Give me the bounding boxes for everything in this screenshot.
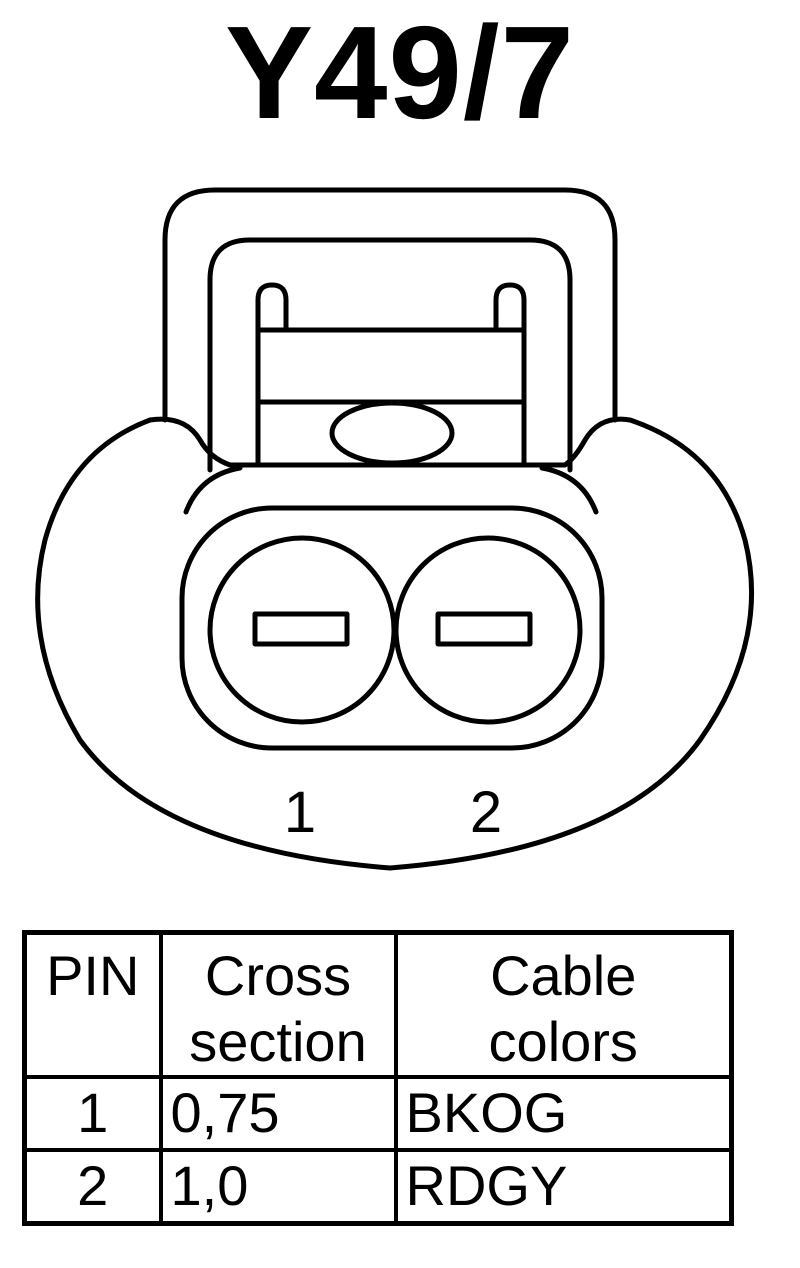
pin-label-2: 2 bbox=[470, 780, 502, 845]
pin-label-1: 1 bbox=[284, 780, 316, 845]
cell-pin: 1 bbox=[22, 1075, 163, 1152]
pin-table: PIN Cross section Cable colors 1 0,75 BK… bbox=[22, 930, 734, 1226]
header-pin: PIN bbox=[22, 930, 163, 1079]
connector-title: Y49/7 bbox=[225, 0, 575, 146]
lock-loop-inner bbox=[207, 237, 573, 473]
table-row: 1 0,75 BKOG bbox=[22, 1075, 734, 1152]
connector-diagram: 1 2 bbox=[35, 187, 755, 871]
table-header-row: PIN Cross section Cable colors bbox=[22, 930, 734, 1079]
cell-cable-color: RDGY bbox=[393, 1147, 734, 1226]
pin-cavity-1 bbox=[207, 535, 397, 725]
pin-cavity-2 bbox=[393, 535, 583, 725]
cell-cross-section: 0,75 bbox=[158, 1075, 398, 1152]
terminal-slot-1 bbox=[252, 611, 350, 647]
cell-pin: 2 bbox=[22, 1147, 163, 1226]
shoulder-left bbox=[183, 465, 243, 515]
latch-oval bbox=[329, 400, 455, 466]
header-cross-section: Cross section bbox=[158, 930, 398, 1079]
header-cable-colors: Cable colors bbox=[393, 930, 734, 1079]
latch-post-left bbox=[255, 282, 289, 468]
table-row: 2 1,0 RDGY bbox=[22, 1147, 734, 1226]
socket-housing bbox=[179, 505, 605, 751]
connector-body bbox=[35, 416, 755, 871]
terminal-slot-2 bbox=[435, 611, 533, 647]
lock-loop-outer bbox=[162, 187, 618, 423]
latch-post-right bbox=[493, 282, 527, 468]
cell-cable-color: BKOG bbox=[393, 1075, 734, 1152]
cell-cross-section: 1,0 bbox=[158, 1147, 398, 1226]
shoulder-right bbox=[539, 465, 599, 515]
